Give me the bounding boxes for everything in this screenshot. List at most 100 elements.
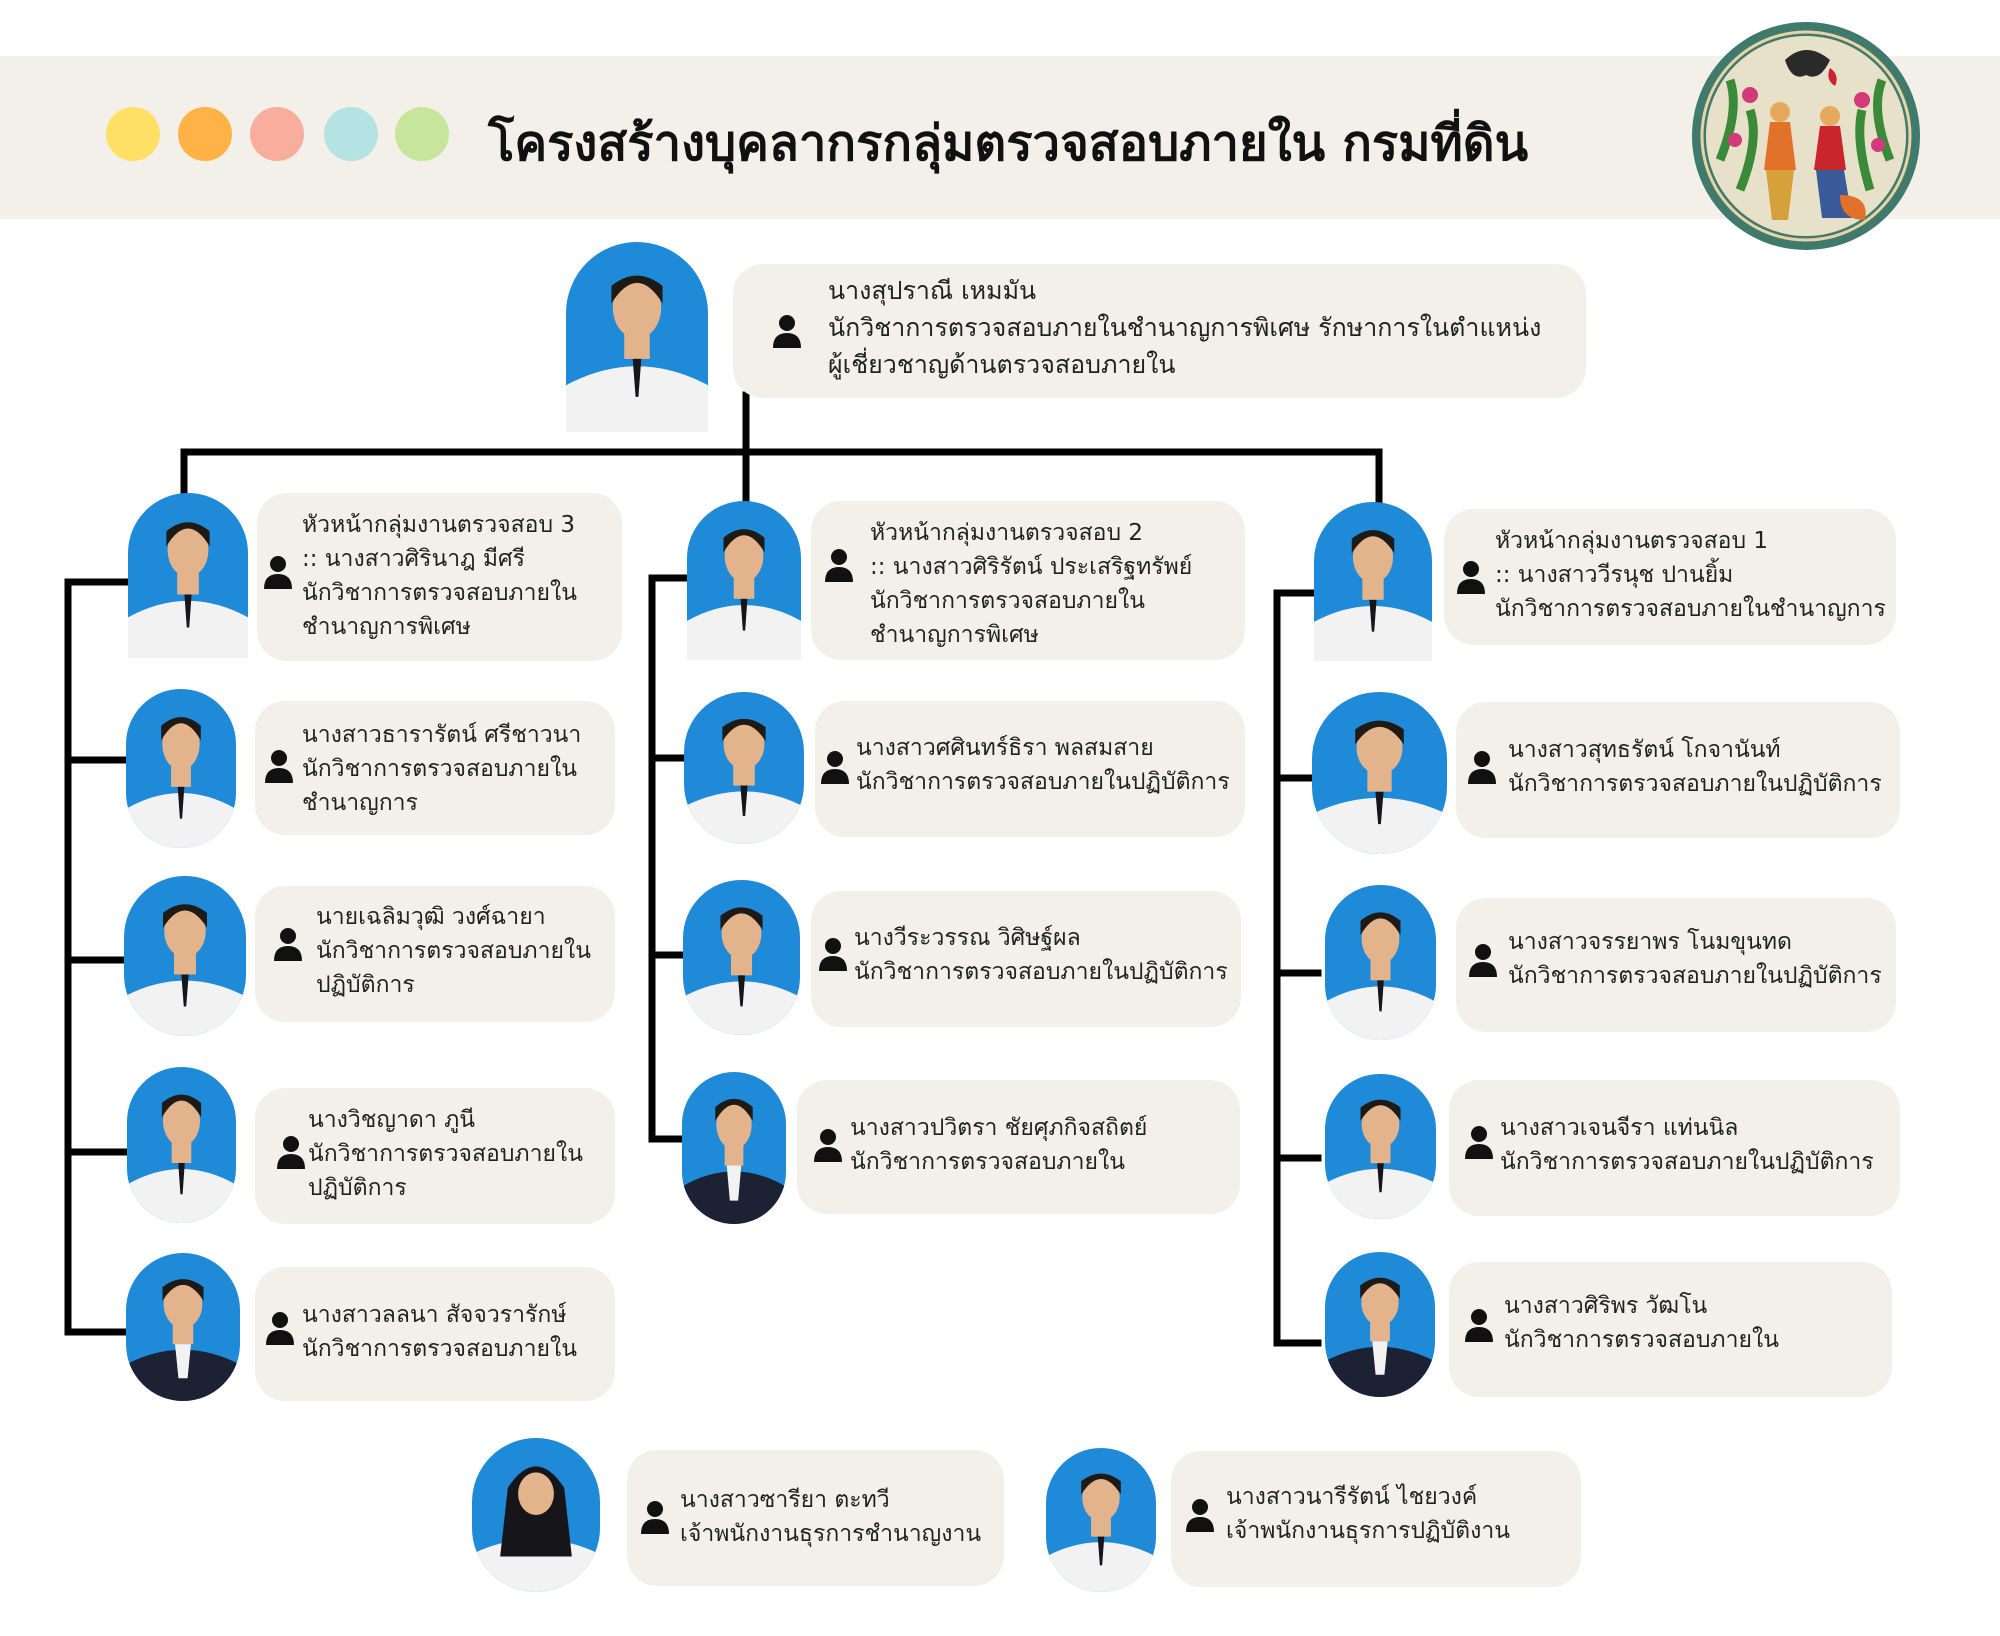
person-icon xyxy=(264,556,292,589)
chief-text: นางสุปราณี เหมมัน นักวิชาการตรวจสอบภายใน… xyxy=(828,272,1541,383)
group3-head-line-1: หัวหน้ากลุ่มงานตรวจสอบ 3 xyxy=(302,512,576,538)
person-icon xyxy=(825,549,853,582)
group2-member-3-photo xyxy=(682,1072,786,1224)
person-icon xyxy=(1186,1499,1214,1532)
person-icon xyxy=(274,928,302,961)
staff-1-line-1: นางสาวซารียา ตะทวี xyxy=(680,1487,890,1513)
group3-member-4-line-2: นักวิชาการตรวจสอบภายใน xyxy=(302,1336,577,1362)
group1-member-4-line-1: นางสาวศิริพร วัฒโน xyxy=(1504,1293,1708,1319)
staff-1-line-2: เจ้าพนักงานธุรการชำนาญงาน xyxy=(680,1521,982,1547)
group1-member-2-line-1: นางสาวจรรยาพร โนมขุนทด xyxy=(1508,929,1792,955)
group2-member-1-line-1: นางสาวศศินทร์ธิรา พลสมสาย xyxy=(856,735,1154,761)
chief-line-1: นางสุปราณี เหมมัน xyxy=(828,276,1037,305)
group1-member-2-card xyxy=(1456,898,1896,1032)
group3-member-3-text: นางวิชญาดา ภูนี นักวิชาการตรวจสอบภายใน ป… xyxy=(308,1103,583,1205)
person-icon xyxy=(277,1136,305,1169)
person-icon xyxy=(1465,1309,1493,1342)
group3-member-2-card xyxy=(255,886,615,1022)
person-icon xyxy=(814,1129,842,1162)
group1-member-1-text: นางสาวสุทธรัตน์ โกจานันท์ นักวิชาการตรวจ… xyxy=(1508,733,1882,801)
group1-member-4-photo xyxy=(1325,1252,1435,1397)
person-icon xyxy=(773,315,801,348)
dot-green xyxy=(395,107,449,161)
group3-member-2-line-3: ปฏิบัติการ xyxy=(316,972,415,998)
group1-member-3-line-1: นางสาวเจนจีรา แท่นนิล xyxy=(1500,1115,1739,1141)
group2-member-3-line-2: นักวิชาการตรวจสอบภายใน xyxy=(850,1149,1125,1175)
group3-head-line-2: :: นางสาวศิรินาฎ มีศรี xyxy=(302,546,526,572)
group3-member-1-line-3: ชำนาญการ xyxy=(302,790,418,816)
group2-member-2-text: นางวีระวรรณ วิศิษฐ์ผล นักวิชาการตรวจสอบภ… xyxy=(854,921,1228,989)
group2-member-2-line-1: นางวีระวรรณ วิศิษฐ์ผล xyxy=(854,925,1081,951)
group2-member-1-photo xyxy=(684,692,804,844)
group2-member-1-card xyxy=(815,701,1245,837)
group1-member-4-text: นางสาวศิริพร วัฒโน นักวิชาการตรวจสอบภายใ… xyxy=(1504,1289,1779,1357)
group3-head-text: หัวหน้ากลุ่มงานตรวจสอบ 3 :: นางสาวศิรินา… xyxy=(302,508,577,644)
group2-member-2-card xyxy=(811,891,1241,1027)
group1-member-1-photo xyxy=(1312,692,1447,854)
person-icon xyxy=(819,938,847,971)
chief-line-2: นักวิชาการตรวจสอบภายในชำนาญการพิเศษ รักษ… xyxy=(828,313,1542,342)
person-icon xyxy=(1465,1126,1493,1159)
group3-head-photo xyxy=(128,493,248,658)
person-icon xyxy=(641,1501,669,1534)
group2-head-photo xyxy=(687,501,801,660)
group1-member-2-photo xyxy=(1325,885,1436,1040)
group1-member-2-text: นางสาวจรรยาพร โนมขุนทด นักวิชาการตรวจสอบ… xyxy=(1508,925,1882,993)
group1-member-3-text: นางสาวเจนจีรา แท่นนิล นักวิชาการตรวจสอบภ… xyxy=(1500,1111,1874,1179)
group3-member-2-photo xyxy=(124,876,246,1036)
group1-member-3-card xyxy=(1449,1080,1900,1216)
group2-member-2-line-2: นักวิชาการตรวจสอบภายในปฏิบัติการ xyxy=(854,959,1228,985)
group3-member-3-line-1: นางวิชญาดา ภูนี xyxy=(308,1107,475,1133)
person-icon xyxy=(265,750,293,783)
group2-head-line-2: :: นางสาวศิริรัตน์ ประเสริฐทรัพย์ xyxy=(870,554,1193,580)
group3-member-1-line-1: นางสาวธารารัตน์ ศรีชาวนา xyxy=(302,722,582,748)
group1-member-1-line-2: นักวิชาการตรวจสอบภายในปฏิบัติการ xyxy=(1508,771,1882,797)
group2-member-2-photo xyxy=(683,880,800,1035)
staff-2-line-2: เจ้าพนักงานธุรการปฏิบัติงาน xyxy=(1226,1518,1510,1544)
staff-2-text: นางสาวนารีรัตน์ ไชยวงค์ เจ้าพนักงานธุรกา… xyxy=(1226,1480,1510,1548)
group3-member-1-line-2: นักวิชาการตรวจสอบภายใน xyxy=(302,756,577,782)
chief-photo xyxy=(566,242,708,432)
group2-head-card xyxy=(811,501,1245,660)
person-icon xyxy=(1468,751,1496,784)
group1-member-4-line-2: นักวิชาการตรวจสอบภายใน xyxy=(1504,1327,1779,1353)
department-seal-icon xyxy=(1692,22,1920,250)
group2-head-text: หัวหน้ากลุ่มงานตรวจสอบ 2 :: นางสาวศิริรั… xyxy=(870,516,1192,652)
group1-head-text: หัวหน้ากลุ่มงานตรวจสอบ 1 :: นางสาววีรนุช… xyxy=(1495,524,1886,626)
group1-head-photo xyxy=(1314,502,1432,661)
group3-member-1-text: นางสาวธารารัตน์ ศรีชาวนา นักวิชาการตรวจส… xyxy=(302,718,581,820)
group3-member-3-line-2: นักวิชาการตรวจสอบภายใน xyxy=(308,1141,583,1167)
person-icon xyxy=(821,751,849,784)
group3-member-1-card xyxy=(255,701,615,835)
group2-head-line-1: หัวหน้ากลุ่มงานตรวจสอบ 2 xyxy=(870,520,1144,546)
group3-member-4-text: นางสาวลลนา สัจจวรารักษ์ นักวิชาการตรวจสอ… xyxy=(302,1298,577,1366)
dot-teal xyxy=(324,107,378,161)
group3-member-1-photo xyxy=(126,689,236,848)
group3-head-line-3: นักวิชาการตรวจสอบภายใน xyxy=(302,580,577,606)
group1-member-4-card xyxy=(1449,1262,1892,1397)
group1-member-3-photo xyxy=(1325,1074,1436,1219)
staff-2-card xyxy=(1171,1451,1581,1587)
group1-head-line-3: นักวิชาการตรวจสอบภายในชำนาญการ xyxy=(1495,596,1886,622)
group1-head-line-1: หัวหน้ากลุ่มงานตรวจสอบ 1 xyxy=(1495,528,1769,554)
staff-1-card xyxy=(627,1450,1004,1586)
group3-member-4-photo xyxy=(126,1253,240,1401)
group3-member-3-line-3: ปฏิบัติการ xyxy=(308,1175,407,1201)
group3-member-4-card xyxy=(255,1267,615,1401)
staff-2-photo xyxy=(1046,1448,1156,1592)
person-icon xyxy=(1457,561,1485,594)
chief-card xyxy=(733,264,1586,398)
dot-orange xyxy=(178,107,232,161)
person-icon xyxy=(266,1312,294,1345)
group1-member-1-line-1: นางสาวสุทธรัตน์ โกจานันท์ xyxy=(1508,737,1781,763)
group1-member-2-line-2: นักวิชาการตรวจสอบภายในปฏิบัติการ xyxy=(1508,963,1882,989)
group1-head-card xyxy=(1444,509,1896,645)
group3-member-2-line-2: นักวิชาการตรวจสอบภายใน xyxy=(316,938,591,964)
page-title: โครงสร้างบุคลากรกลุ่มตรวจสอบภายใน กรมที่… xyxy=(488,115,1529,172)
chief-line-3: ผู้เชี่ยวชาญด้านตรวจสอบภายใน xyxy=(828,350,1176,379)
group2-member-3-line-1: นางสาวปวิตรา ชัยศุภกิจสถิตย์ xyxy=(850,1115,1148,1141)
group3-member-2-text: นายเฉลิมวุฒิ วงศ์ฉายา นักวิชาการตรวจสอบภ… xyxy=(316,900,591,1002)
group1-head-line-2: :: นางสาววีรนุช ปานยิ้ม xyxy=(1495,562,1734,588)
group3-head-card xyxy=(257,493,622,661)
